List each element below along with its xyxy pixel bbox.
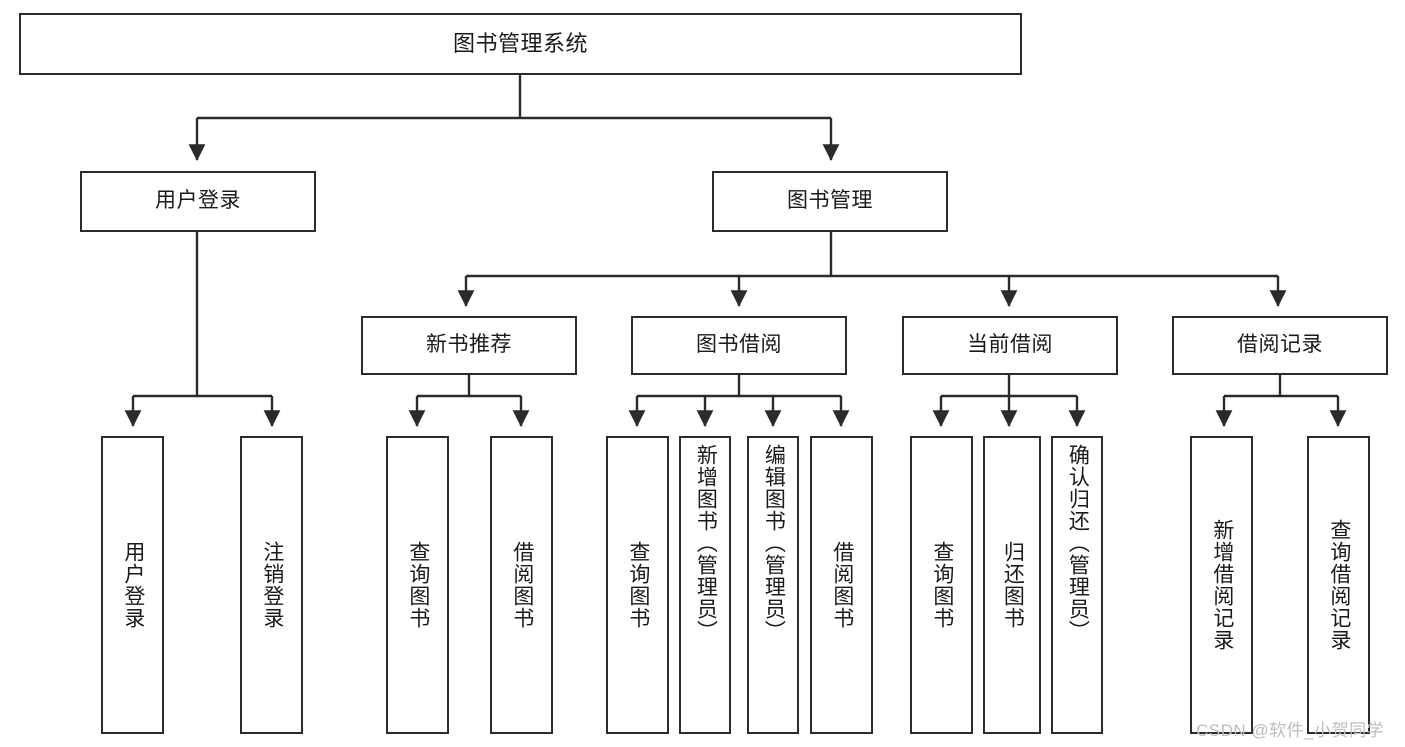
node-label: 借阅图书 (510, 541, 534, 629)
node-label: 借阅记录 (1237, 333, 1323, 357)
node-book-borrow[interactable]: 图书借阅 (631, 316, 847, 375)
node-leaf-query-borrow-record[interactable]: 查询借阅记录 (1307, 436, 1370, 734)
node-label: 查询图书 (930, 541, 954, 629)
node-leaf-edit-book-admin[interactable]: 编辑图书（管理员） (747, 436, 799, 734)
node-leaf-borrow-book-recommend[interactable]: 借阅图书 (490, 436, 553, 734)
node-label: 查询图书 (626, 541, 650, 629)
node-label: 借阅图书 (830, 541, 854, 629)
node-leaf-user-login[interactable]: 用户登录 (101, 436, 164, 734)
node-label: 图书管理 (787, 189, 873, 213)
node-current-borrow[interactable]: 当前借阅 (902, 316, 1118, 375)
node-leaf-query-book-recommend[interactable]: 查询图书 (386, 436, 449, 734)
node-label: 编辑图书（管理员） (762, 444, 786, 642)
node-leaf-return-book[interactable]: 归还图书 (983, 436, 1041, 734)
node-leaf-query-book-borrow[interactable]: 查询图书 (606, 436, 669, 734)
node-new-book-recommend[interactable]: 新书推荐 (361, 316, 577, 375)
node-label: 确认归还（管理员） (1066, 444, 1090, 642)
node-leaf-add-book-admin[interactable]: 新增图书（管理员） (679, 436, 731, 734)
node-leaf-logout-login[interactable]: 注销登录 (240, 436, 303, 734)
node-leaf-confirm-return-admin[interactable]: 确认归还（管理员） (1051, 436, 1103, 734)
node-label: 注销登录 (260, 541, 284, 629)
node-label: 查询图书 (406, 541, 430, 629)
node-label: 新增图书（管理员） (694, 444, 718, 642)
node-label: 用户登录 (155, 189, 241, 213)
node-leaf-query-book-current[interactable]: 查询图书 (910, 436, 973, 734)
node-label: 图书借阅 (696, 333, 782, 357)
node-user-login[interactable]: 用户登录 (80, 171, 316, 232)
node-leaf-add-borrow-record[interactable]: 新增借阅记录 (1190, 436, 1253, 734)
node-label: 用户登录 (121, 541, 145, 629)
node-label: 查询借阅记录 (1327, 519, 1351, 651)
node-label: 归还图书 (1001, 541, 1025, 629)
node-label: 新增借阅记录 (1210, 519, 1234, 651)
node-borrow-record[interactable]: 借阅记录 (1172, 316, 1388, 375)
node-label: 当前借阅 (967, 333, 1053, 357)
node-label: 新书推荐 (426, 333, 512, 357)
csdn-watermark: CSDN @软件_小贺同学 (1196, 721, 1385, 740)
node-book-management[interactable]: 图书管理 (712, 171, 948, 232)
node-label: 图书管理系统 (452, 31, 588, 57)
node-root-book-management-system[interactable]: 图书管理系统 (19, 13, 1022, 75)
node-leaf-borrow-book-borrow[interactable]: 借阅图书 (810, 436, 873, 734)
